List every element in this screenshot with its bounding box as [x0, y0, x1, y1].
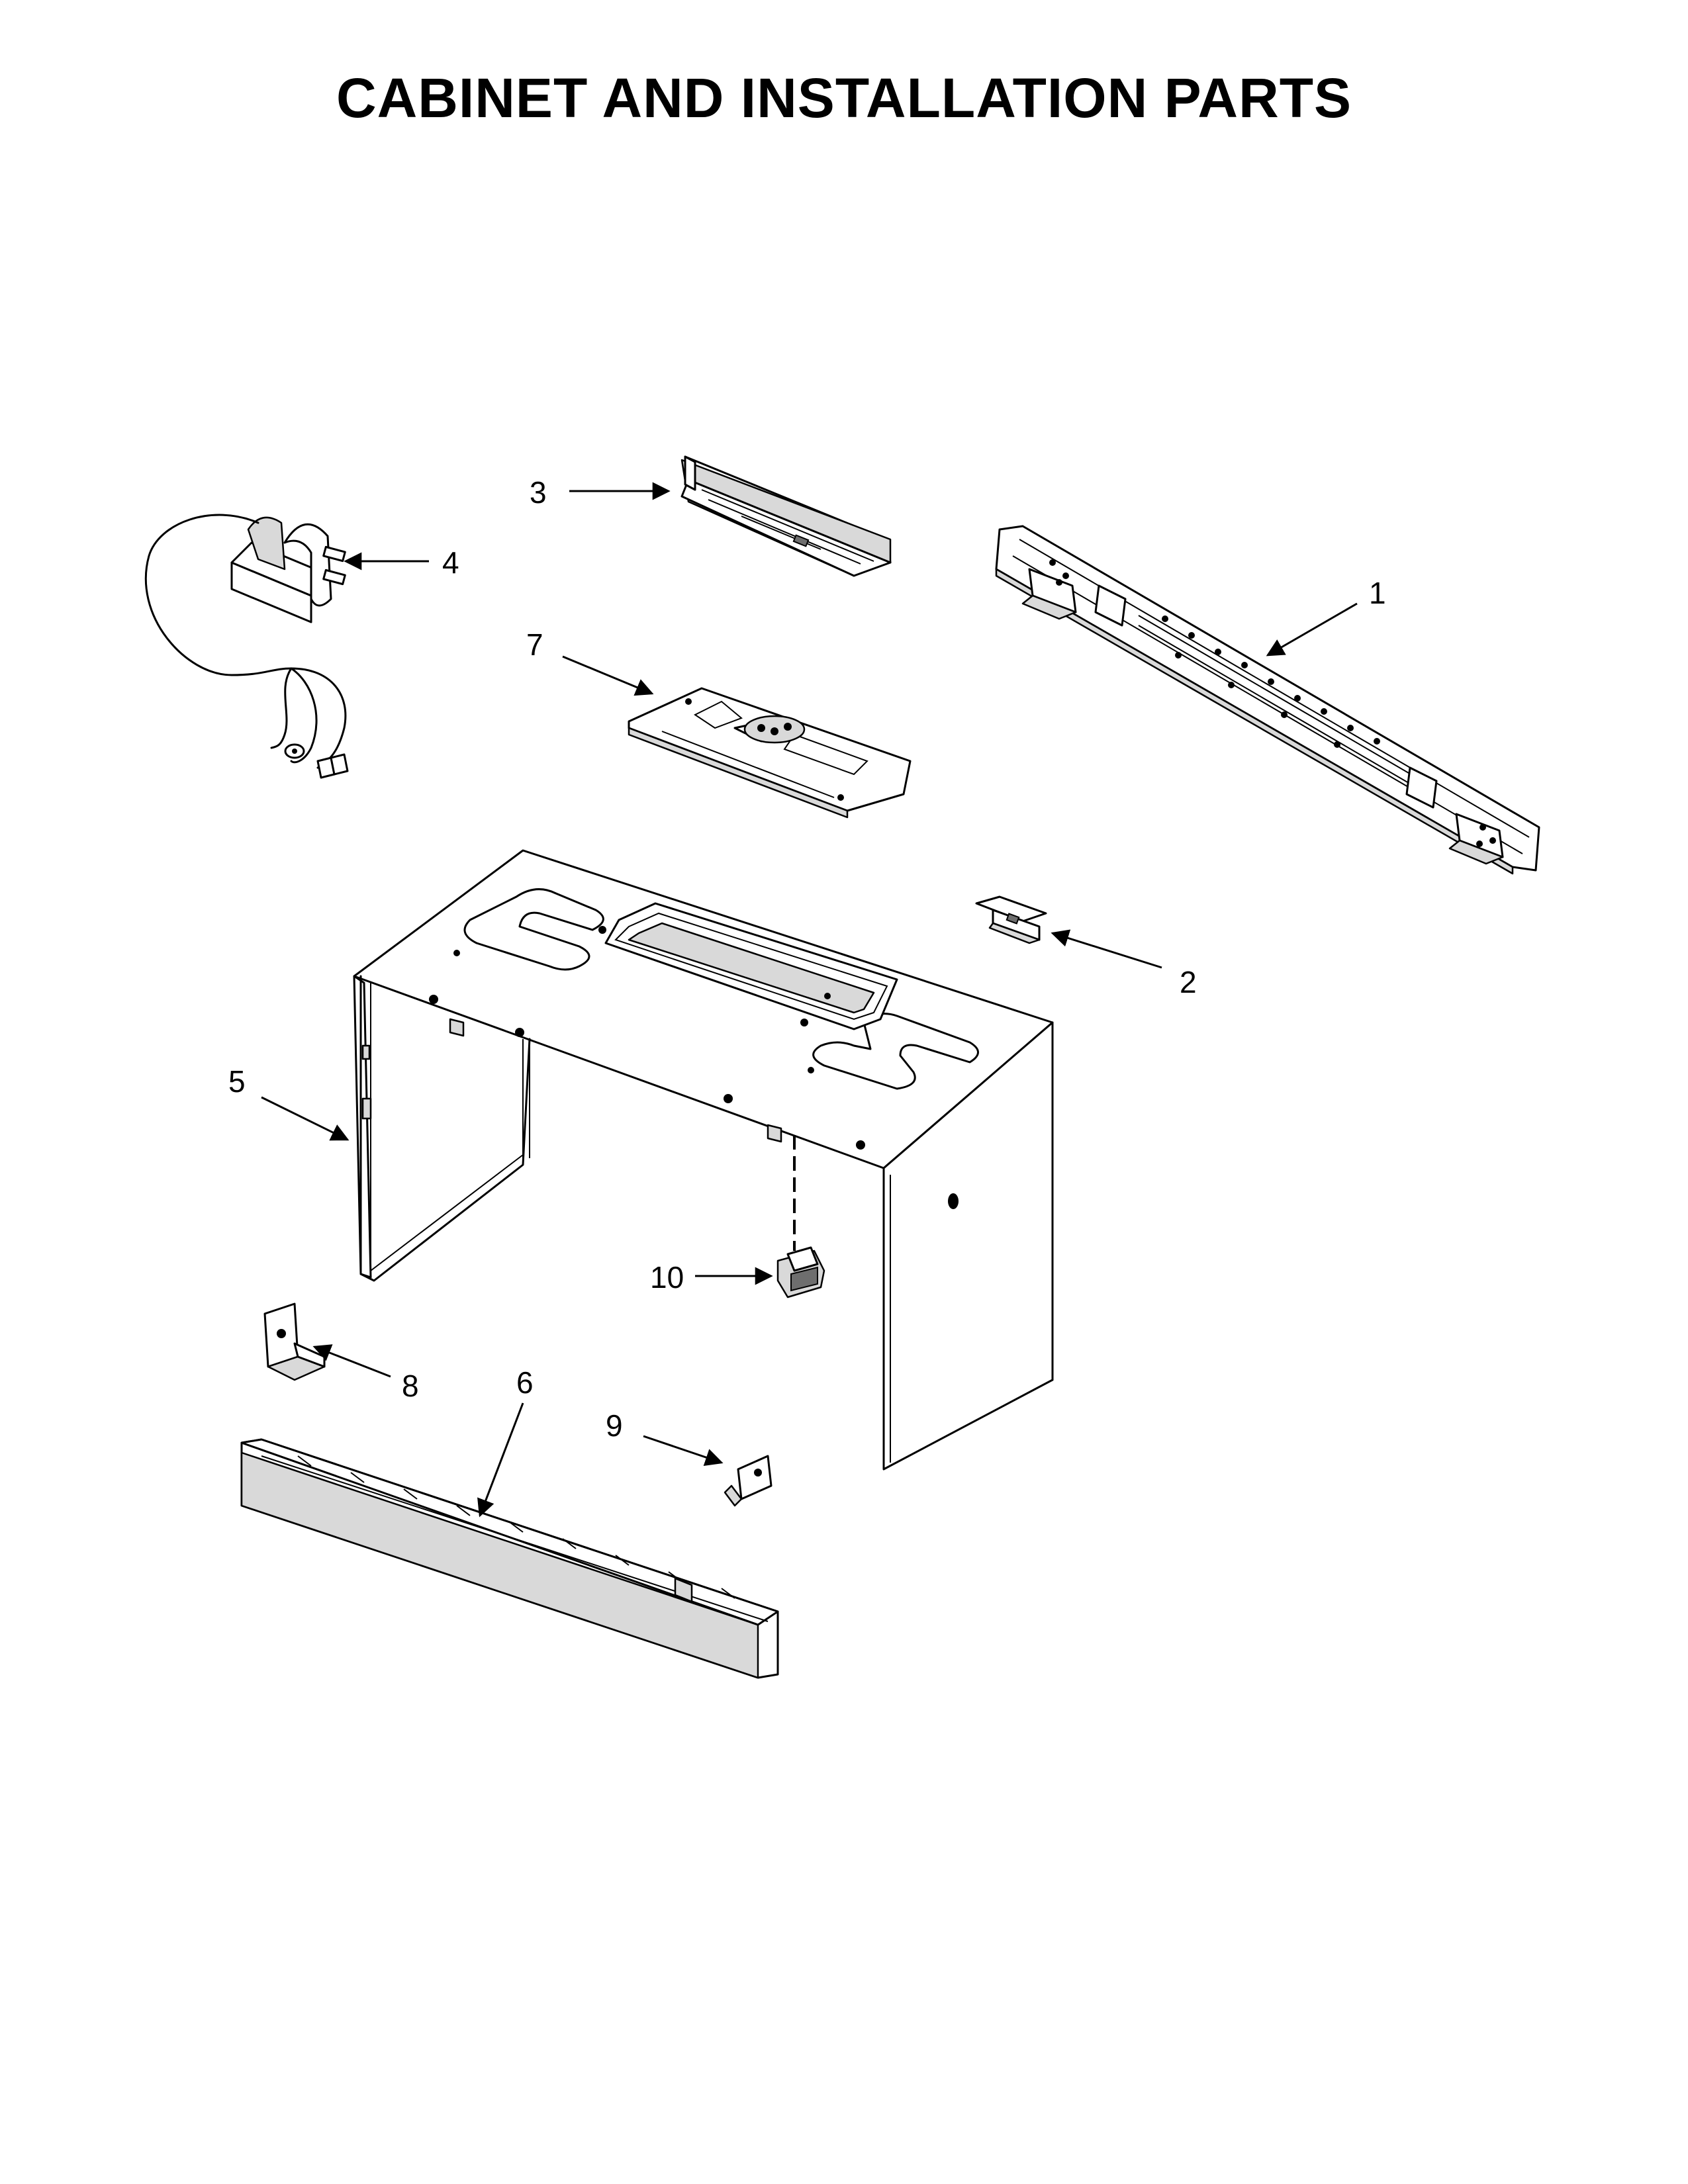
callout-1: 1 — [1266, 576, 1386, 657]
callout-5-label: 5 — [228, 1064, 246, 1099]
callout-7-label: 7 — [526, 627, 543, 662]
part-9-small-bracket[interactable] — [724, 1455, 773, 1507]
callout-9-label: 9 — [606, 1408, 623, 1443]
part-1-mounting-rail[interactable] — [995, 525, 1540, 875]
callout-6-label: 6 — [516, 1365, 534, 1400]
callout-8-label: 8 — [402, 1369, 419, 1403]
part-10-latch[interactable] — [776, 1135, 825, 1298]
callout-6: 6 — [477, 1365, 534, 1518]
callout-5: 5 — [228, 1064, 350, 1141]
callout-3: 3 — [530, 475, 671, 510]
callout-7: 7 — [526, 627, 654, 696]
part-3-vent-grille[interactable] — [680, 455, 892, 577]
part-7-bracket-plate[interactable] — [628, 687, 912, 819]
callout-9: 9 — [606, 1408, 724, 1466]
part-4-power-cord[interactable] — [144, 514, 349, 779]
part-8-l-bracket[interactable] — [263, 1302, 326, 1381]
callout-1-label: 1 — [1369, 576, 1386, 610]
callout-4-label: 4 — [442, 545, 459, 580]
callout-3-label: 3 — [530, 475, 547, 510]
callout-10-label: 10 — [650, 1260, 684, 1295]
callout-2: 2 — [1051, 929, 1197, 999]
callout-2-label: 2 — [1180, 965, 1197, 999]
callout-8: 8 — [312, 1344, 419, 1403]
part-2-clip[interactable] — [975, 895, 1047, 944]
part-6-bottom-grille[interactable] — [240, 1438, 779, 1679]
callout-10: 10 — [650, 1260, 773, 1295]
diagram-title: CABINET AND INSTALLATION PARTS — [336, 67, 1352, 129]
cabinet-wrapper — [353, 849, 1054, 1471]
callout-4: 4 — [344, 545, 459, 580]
